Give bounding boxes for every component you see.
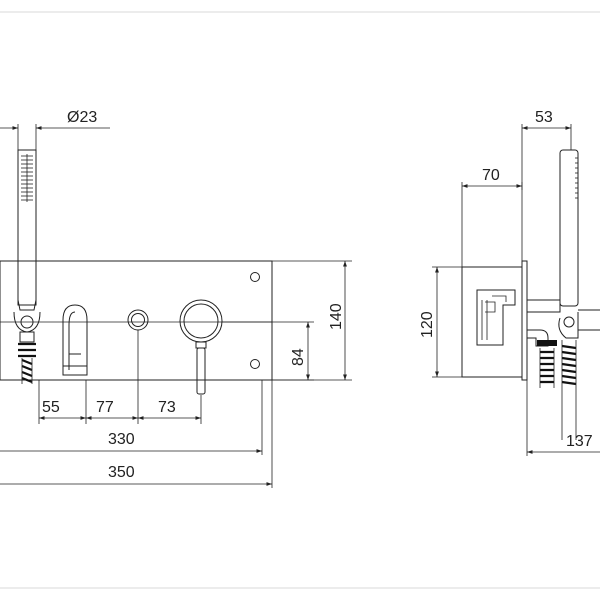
dim-330: 330 — [0, 380, 263, 455]
side-hose — [561, 340, 577, 440]
wall-plate — [0, 260, 273, 381]
dim-diameter: Ø23 — [0, 109, 110, 150]
side-view: 53 70 120 137 — [419, 109, 600, 456]
wall-box — [461, 266, 523, 378]
diverter-knob — [127, 309, 149, 331]
shower-holder — [13, 311, 41, 358]
dim-diameter-label: Ø23 — [67, 109, 97, 126]
dim-137-label: 137 — [566, 433, 593, 450]
side-nozzles — [575, 157, 578, 199]
dim-137: 137 — [526, 380, 600, 456]
dim-120: 120 — [419, 266, 462, 378]
dim-73-label: 73 — [158, 399, 176, 416]
dim-84-label: 84 — [290, 348, 307, 366]
dim-330-label: 330 — [108, 431, 135, 448]
dim-120-label: 120 — [419, 311, 436, 338]
dim-53: 53 — [521, 109, 572, 261]
shower-hose — [21, 358, 33, 384]
plate-screw-bottom — [250, 359, 260, 369]
dim-70: 70 — [461, 167, 523, 267]
spout — [62, 304, 88, 376]
dim-chain-bottom: 55 77 73 — [38, 330, 202, 424]
side-hand-shower — [559, 149, 579, 307]
side-holder — [527, 299, 600, 339]
hand-shower — [17, 149, 37, 311]
dim-70-label: 70 — [482, 167, 500, 184]
dim-55-label: 55 — [42, 399, 60, 416]
shower-head-nozzles — [21, 154, 33, 202]
dim-53-label: 53 — [535, 109, 553, 126]
page-frame — [0, 11, 600, 589]
dim-350-label: 350 — [108, 464, 135, 481]
plate-screw-top — [250, 272, 260, 282]
dim-84: 84 — [222, 321, 314, 381]
dim-77-label: 77 — [96, 399, 114, 416]
dim-350: 350 — [0, 380, 273, 488]
front-view: Ø23 55 77 73 330 350 — [0, 109, 352, 488]
valve-body — [476, 289, 516, 346]
side-plate — [521, 260, 528, 381]
side-connector — [527, 329, 557, 388]
dim-140-label: 140 — [328, 303, 345, 330]
dim-140: 140 — [272, 260, 352, 381]
mixer-handle — [179, 299, 223, 395]
